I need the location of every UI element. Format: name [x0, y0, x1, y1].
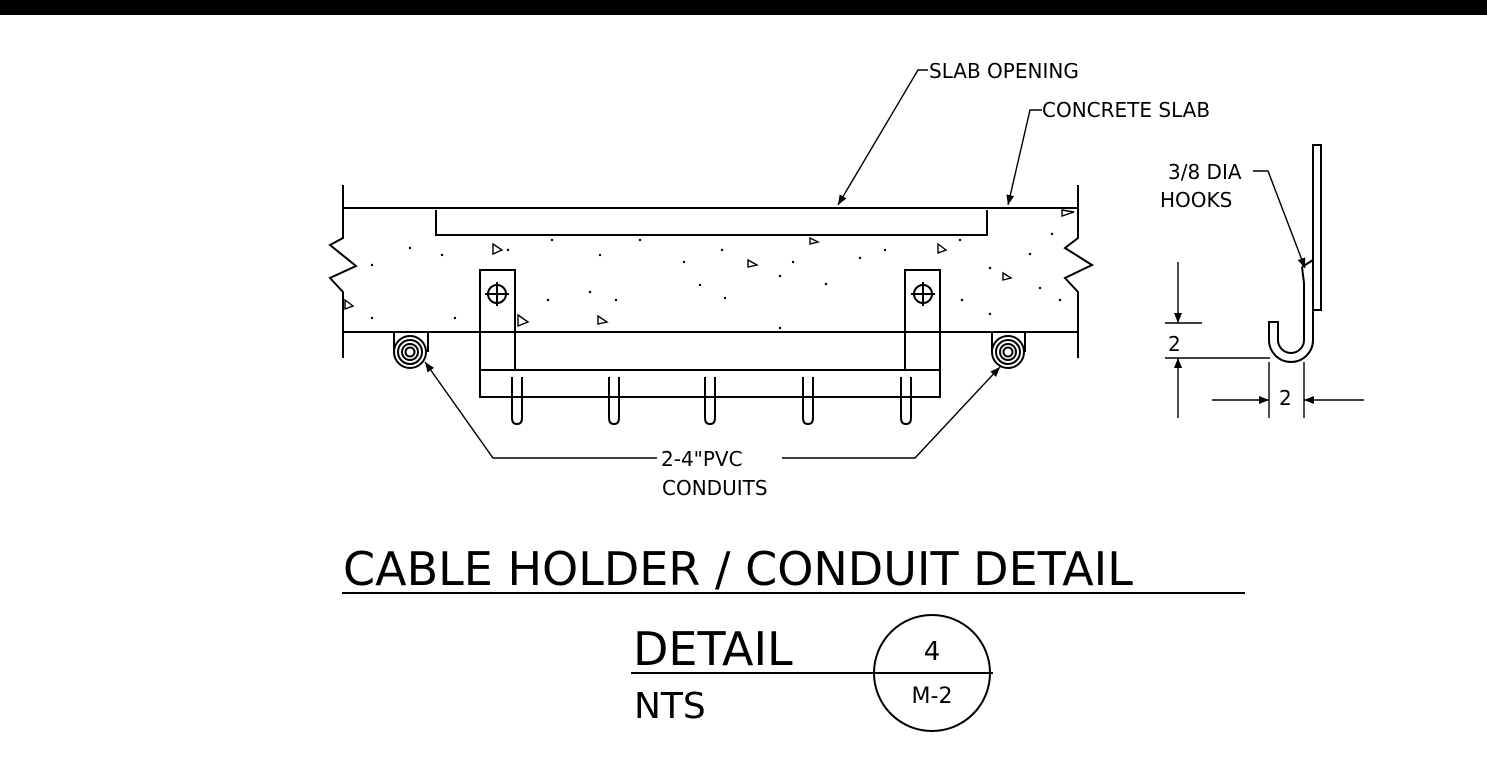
hooks-label-line2: HOOKS — [1160, 188, 1232, 212]
detail-number: 4 — [924, 637, 941, 667]
conduits-leader — [424, 361, 1001, 459]
horizontal-dimension — [1212, 362, 1364, 418]
anchor-bolt-left — [485, 282, 509, 306]
aggregate-marks — [344, 209, 1075, 328]
detail-callout-bubble — [873, 614, 991, 732]
slab-opening-label: SLAB OPENING — [929, 59, 1079, 83]
slab-opening-recess — [435, 210, 988, 236]
drawing-title: CABLE HOLDER / CONDUIT DETAIL — [343, 542, 1133, 596]
cable-hooks — [511, 377, 912, 426]
conduits-label-line1: 2-4"PVC — [661, 447, 743, 471]
scale-label: NTS — [634, 686, 706, 727]
top-border-bar — [0, 0, 1487, 15]
vertical-dimension-value: 2 — [1168, 332, 1181, 356]
horizontal-dimension-value: 2 — [1279, 386, 1292, 410]
left-break-line — [328, 185, 358, 358]
sheet-number: M-2 — [912, 684, 953, 709]
aggregate-dots — [370, 232, 1062, 330]
pvc-conduit-left — [393, 332, 429, 369]
vertical-dimension — [1165, 262, 1270, 418]
slab-opening-leader — [837, 69, 928, 206]
pvc-conduit-right — [991, 332, 1026, 369]
hooks-leader — [1253, 170, 1306, 269]
cable-holder-bracket — [479, 269, 941, 426]
hooks-label-line1: 3/8 DIA — [1168, 160, 1242, 184]
concrete-slab — [328, 185, 1095, 358]
concrete-slab-label: CONCRETE SLAB — [1042, 98, 1210, 122]
conduits-label-line2: CONDUITS — [662, 476, 768, 500]
concrete-slab-leader — [1006, 109, 1042, 206]
hook-side-view — [1268, 144, 1322, 363]
detail-label: DETAIL — [633, 622, 793, 676]
right-break-line — [1063, 185, 1095, 358]
anchor-bolt-right — [911, 282, 935, 306]
